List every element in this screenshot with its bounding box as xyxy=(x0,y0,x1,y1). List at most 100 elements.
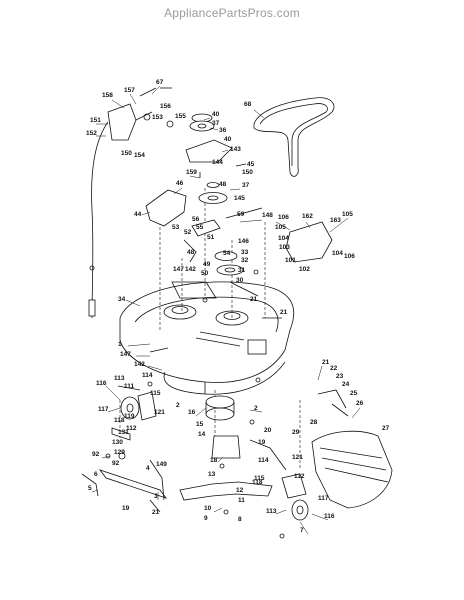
part-callout: 2 xyxy=(176,402,180,409)
part-callout: 117 xyxy=(318,495,329,502)
part-callout: 112 xyxy=(294,473,305,480)
part-callout: 19 xyxy=(258,439,266,446)
part-callout: 21 xyxy=(250,296,258,303)
part-callout: 154 xyxy=(134,152,145,159)
spindle-blade xyxy=(179,395,273,501)
part-callout: 117 xyxy=(98,406,109,413)
part-callout: 10 xyxy=(204,505,212,512)
part-callout: 25 xyxy=(350,390,358,397)
part-callout: 2 xyxy=(254,405,258,412)
front-linkage xyxy=(81,427,168,513)
part-callout: 4 xyxy=(146,465,150,472)
part-callout: 163 xyxy=(330,217,341,224)
part-callouts: 67 157 158 156 155 153 151 152 150 154 4… xyxy=(86,79,390,534)
part-callout: 14 xyxy=(198,431,206,438)
part-callout: 37 xyxy=(212,120,220,127)
part-callout: 118 xyxy=(252,479,263,486)
part-callout: 155 xyxy=(175,113,186,120)
part-callout: 102 xyxy=(299,266,310,273)
part-callout: 23 xyxy=(336,373,344,380)
left-gauge-wheel xyxy=(117,385,157,421)
part-callout: 20 xyxy=(264,427,272,434)
part-callout: 130 xyxy=(112,439,123,446)
part-callout: 144 xyxy=(212,159,223,166)
part-callout: 101 xyxy=(285,257,296,264)
part-callout: 116 xyxy=(324,513,335,520)
part-callout: 156 xyxy=(160,103,171,110)
part-callout: 34 xyxy=(118,296,126,303)
part-callout: 30 xyxy=(236,277,244,284)
part-callout: 106 xyxy=(344,253,355,260)
part-callout: 1 xyxy=(118,341,122,348)
part-callout: 157 xyxy=(124,87,135,94)
part-callout: 121 xyxy=(154,409,165,416)
part-callout: 68 xyxy=(244,101,252,108)
idler-pulleys xyxy=(185,113,247,204)
part-callout: 121 xyxy=(292,454,303,461)
part-callout: 143 xyxy=(230,146,241,153)
part-callout: 50 xyxy=(201,270,209,277)
part-callout: 152 xyxy=(86,130,97,137)
part-callout: 119 xyxy=(124,413,135,420)
part-callout: 11 xyxy=(238,497,245,504)
part-callout: 104 xyxy=(278,235,289,242)
part-callout: 15 xyxy=(196,421,204,428)
part-callout: 21 xyxy=(280,309,288,316)
part-callout: 33 xyxy=(241,249,249,256)
part-callout: 113 xyxy=(114,375,125,382)
part-callout: 24 xyxy=(342,381,350,388)
part-callout: 114 xyxy=(142,372,153,379)
part-callout: 19 xyxy=(122,505,130,512)
part-callout: 49 xyxy=(203,261,211,268)
part-callout: 36 xyxy=(219,127,227,134)
mower-deck xyxy=(119,281,295,395)
part-callout: 105 xyxy=(342,211,353,218)
belt-covers xyxy=(145,189,333,263)
part-callout: 158 xyxy=(102,92,113,99)
part-callout: 149 xyxy=(156,461,167,468)
part-callout: 3 xyxy=(154,493,158,500)
part-callout: 150 xyxy=(242,169,253,176)
part-callout: 115 xyxy=(254,475,265,482)
part-callout: 142 xyxy=(134,361,145,368)
part-callout: 8 xyxy=(238,516,242,523)
part-callout: 54 xyxy=(223,250,231,257)
drive-belt xyxy=(253,97,335,177)
part-callout: 153 xyxy=(152,114,163,121)
part-callout: 32 xyxy=(241,257,249,264)
discharge-chute xyxy=(311,389,393,509)
part-callout: 146 xyxy=(238,238,249,245)
part-callout: 105 xyxy=(275,224,286,231)
hardware xyxy=(105,269,285,539)
part-callout: 56 xyxy=(192,216,200,223)
part-callout: 148 xyxy=(262,212,273,219)
part-callout: 150 xyxy=(121,150,132,157)
part-callout: 147 xyxy=(173,266,184,273)
part-callout: 7 xyxy=(300,527,304,534)
right-gauge-wheel xyxy=(249,439,309,521)
part-callout: 22 xyxy=(330,365,338,372)
part-callout: 46 xyxy=(176,180,184,187)
part-callout: 18 xyxy=(210,457,218,464)
part-callout: 92 xyxy=(112,460,120,467)
part-callout: 21 xyxy=(152,509,160,516)
part-callout: 112 xyxy=(126,425,137,432)
part-callout: 115 xyxy=(150,390,161,397)
part-callout: 142 xyxy=(185,266,196,273)
part-callout: 6 xyxy=(94,471,98,478)
part-callout: 40 xyxy=(212,111,220,118)
part-callout: 106 xyxy=(278,214,289,221)
part-callout: 28 xyxy=(310,419,318,426)
part-callout: 118 xyxy=(114,417,125,424)
part-callout: 13 xyxy=(208,471,216,478)
part-callout: 52 xyxy=(184,229,192,236)
part-callout: 131 xyxy=(118,429,129,436)
part-callout: 59 xyxy=(237,211,245,218)
part-callout: 29 xyxy=(292,429,300,436)
part-callout: 113 xyxy=(266,508,277,515)
part-callout: 44 xyxy=(134,211,142,218)
part-callout: 103 xyxy=(279,244,290,251)
part-callout: 40 xyxy=(224,136,232,143)
part-callout: 104 xyxy=(332,250,343,257)
